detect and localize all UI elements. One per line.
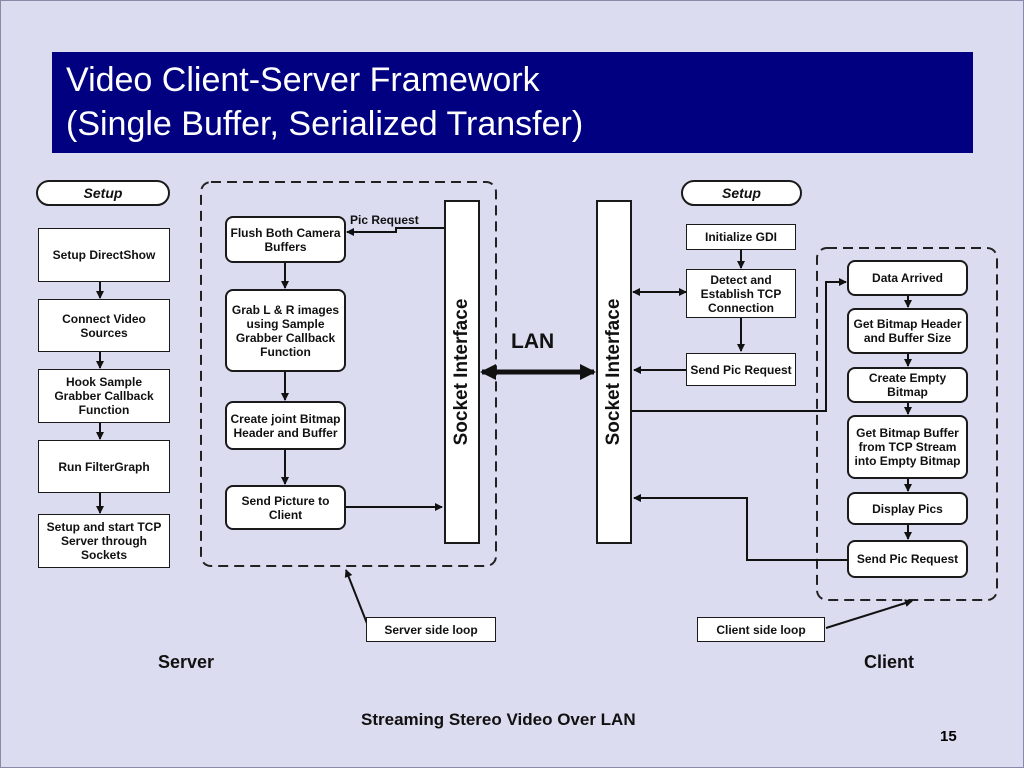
server-loop-flush-buffers: Flush Both Camera Buffers (225, 216, 346, 263)
client-step-detect-connection: Detect and Establish TCP Connection (686, 269, 796, 318)
client-loop-get-header: Get Bitmap Header and Buffer Size (847, 308, 968, 354)
server-setup-label: Setup (36, 180, 170, 206)
server-loop-create-bitmap: Create joint Bitmap Header and Buffer (225, 401, 346, 450)
server-step-run-filtergraph: Run FilterGraph (38, 440, 170, 493)
server-socket-interface: Socket Interface (444, 200, 480, 544)
client-socket-label: Socket Interface (603, 298, 624, 446)
server-loop-caption: Server side loop (366, 617, 496, 642)
slide-title: Video Client-Server Framework (Single Bu… (52, 52, 973, 153)
server-step-setup-directshow: Setup DirectShow (38, 228, 170, 282)
client-step-initialize-gdi: Initialize GDI (686, 224, 796, 250)
footer-caption: Streaming Stereo Video Over LAN (361, 710, 636, 729)
client-loop-display-pics: Display Pics (847, 492, 968, 525)
server-step-hook-sample-grabber: Hook Sample Grabber Callback Function (38, 369, 170, 423)
server-loop-grab-images: Grab L & R images using Sample Grabber C… (225, 289, 346, 372)
server-side-label: Server (158, 652, 215, 672)
title-line-2: (Single Buffer, Serialized Transfer) (66, 105, 584, 143)
client-loop-send-pic-request: Send Pic Request (847, 540, 968, 578)
client-loop-get-bitmap-buffer: Get Bitmap Buffer from TCP Stream into E… (847, 415, 968, 479)
server-loop-send-picture: Send Picture to Client (225, 485, 346, 530)
server-step-start-tcp-server: Setup and start TCP Server through Socke… (38, 514, 170, 568)
client-side-label: Client (864, 652, 915, 672)
client-step-send-pic-request: Send Pic Request (686, 353, 796, 386)
client-loop-region (816, 247, 998, 601)
client-loop-data-arrived: Data Arrived (847, 260, 968, 296)
client-socket-interface: Socket Interface (596, 200, 632, 544)
server-step-connect-video-sources: Connect Video Sources (38, 299, 170, 352)
title-line-1: Video Client-Server Framework (66, 61, 540, 99)
page-number: 15 (940, 728, 957, 745)
client-loop-caption: Client side loop (697, 617, 825, 642)
server-pic-request-label: Pic Request (350, 213, 419, 227)
client-setup-label: Setup (681, 180, 802, 206)
client-loop-create-empty-bitmap: Create Empty Bitmap (847, 367, 968, 403)
server-socket-label: Socket Interface (451, 298, 472, 446)
lan-label: LAN (511, 330, 555, 353)
